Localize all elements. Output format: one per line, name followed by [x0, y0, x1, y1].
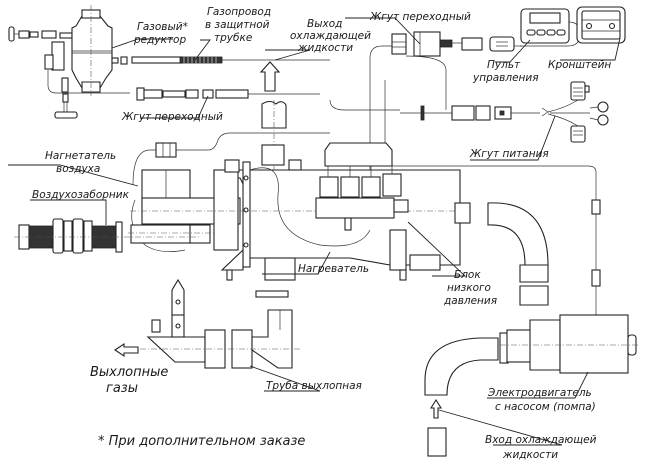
- low-pressure-block: [315, 142, 441, 281]
- label-air-intake: Воздухозаборник: [32, 189, 130, 201]
- label-coolant-out-2: охлаждающей: [290, 30, 371, 42]
- coolant-outlet-elbow: [487, 202, 549, 306]
- gas-reducer: [8, 5, 130, 119]
- footnote: * При дополнительном заказе: [98, 434, 305, 449]
- label-heater: Нагреватель: [298, 263, 369, 275]
- label-power-harness: Жгут питания: [469, 148, 549, 160]
- label-coolant-in-2: жидкости: [502, 449, 558, 461]
- label-harness-top: Жгут переходный: [369, 11, 471, 23]
- label-low-pressure-3: давления: [443, 295, 497, 307]
- exhaust-direction-arrow: [114, 342, 139, 358]
- label-exhaust-pipe: Труба выхлопная: [266, 380, 362, 392]
- motor-pump: [500, 314, 640, 374]
- label-gas-reducer-1: Газовый*: [137, 21, 188, 33]
- label-harness-left: Жгут переходный: [121, 111, 223, 123]
- label-gas-reducer-2: редуктор: [133, 34, 186, 46]
- label-gas-pipe-3: трубке: [214, 32, 252, 44]
- label-bracket: Кронштейн: [548, 59, 611, 71]
- label-coolant-in-1: Вход охлаждающей: [485, 434, 597, 446]
- label-gas-pipe-1: Газопровод: [207, 6, 271, 18]
- label-air-blower-2: воздуха: [56, 163, 100, 175]
- label-low-pressure-2: низкого: [447, 282, 491, 294]
- air-intake: [14, 218, 200, 254]
- label-coolant-out-1: Выход: [307, 18, 342, 30]
- label-motor-pump-2: с насосом (помпа): [495, 401, 596, 413]
- coolant-outlet-arrow: [259, 61, 287, 195]
- label-exhaust-gases-2: газы: [106, 381, 138, 396]
- coolant-inlet-elbow: [424, 332, 509, 457]
- label-low-pressure-1: Блок: [454, 269, 481, 281]
- label-control-panel-1: Пульт: [487, 59, 521, 71]
- adapter-harness-left: [136, 87, 320, 101]
- label-control-panel-2: управления: [472, 72, 539, 84]
- control-panel: [520, 8, 581, 47]
- power-harness: [400, 81, 609, 143]
- gas-pipe: [131, 56, 330, 64]
- label-gas-pipe-2: в защитной: [205, 19, 270, 31]
- pump-connector: [591, 199, 601, 215]
- label-exhaust-gases-1: Выхлопные: [90, 365, 168, 380]
- exhaust-pipe: [140, 278, 300, 369]
- leader-lines: [8, 17, 621, 446]
- label-motor-pump-1: Электродвигатель: [487, 387, 592, 399]
- label-coolant-out-3: жидкости: [297, 42, 353, 54]
- bracket: [576, 6, 626, 44]
- label-air-blower-1: Нагнетатель: [45, 150, 116, 162]
